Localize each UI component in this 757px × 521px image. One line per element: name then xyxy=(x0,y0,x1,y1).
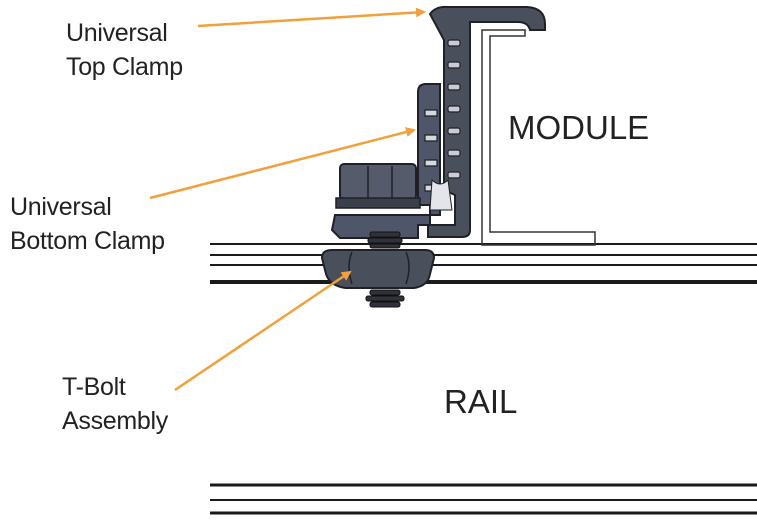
label-tbolt-line2: Assembly xyxy=(62,407,168,435)
label-tbolt: T-Bolt Assembly xyxy=(62,370,168,438)
label-tbolt-line1: T-Bolt xyxy=(62,373,126,401)
label-top-clamp-line2: Top Clamp xyxy=(66,53,183,81)
tbolt-head xyxy=(320,249,436,289)
rail-top-edge xyxy=(210,243,757,284)
universal-top-clamp-shape xyxy=(427,5,546,238)
arrow-tbolt xyxy=(174,270,352,392)
rail-bottom-edge xyxy=(210,483,757,515)
label-module: MODULE xyxy=(508,109,650,146)
arrow-bottom-clamp xyxy=(149,127,416,200)
bolt-threads-lower xyxy=(365,289,405,308)
bolt-threads-upper xyxy=(367,231,403,249)
module-frame xyxy=(481,29,596,246)
arrow-top-clamp xyxy=(197,7,426,28)
label-bottom-clamp-line2: Bottom Clamp xyxy=(10,227,165,255)
universal-bottom-clamp-shape xyxy=(330,83,453,239)
label-bottom-clamp-line1: Universal xyxy=(10,193,112,221)
hex-nut xyxy=(335,163,421,209)
label-bottom-clamp: Universal Bottom Clamp xyxy=(10,190,165,258)
label-top-clamp: Universal Top Clamp xyxy=(66,16,183,84)
label-rail: RAIL xyxy=(444,383,518,420)
leader-arrows xyxy=(149,7,426,392)
label-top-clamp-line1: Universal xyxy=(66,19,168,47)
